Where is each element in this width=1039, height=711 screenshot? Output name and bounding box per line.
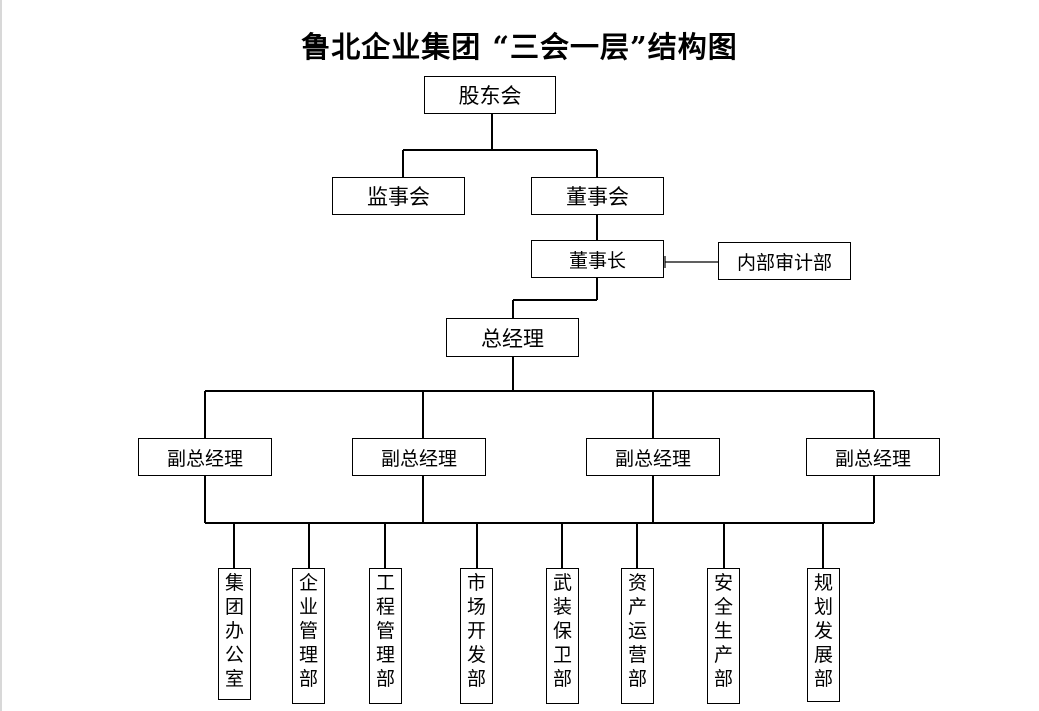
node-board-of-directors: 董事会 [531,177,664,215]
node-vice-gm: 副总经理 [806,438,940,476]
department-label: 企业管理部 [298,572,318,690]
node-department-management: 企业管理部 [292,568,325,704]
department-label: 安全生产部 [713,572,733,690]
node-vice-gm: 副总经理 [138,438,272,476]
node-department-assets: 资产运营部 [621,568,654,704]
node-department-office: 集团办公室 [218,568,251,700]
node-internal-audit: 内部审计部 [718,242,851,280]
department-label: 规划发展部 [813,572,833,690]
department-label: 资产运营部 [627,572,647,690]
node-department-market: 市场开发部 [460,568,493,704]
page-edge [0,0,2,711]
chart-title: 鲁北企业集团 “三会一层”结构图 [301,30,738,64]
department-label: 集团办公室 [224,572,244,690]
node-department-security: 武装保卫部 [546,568,579,704]
department-label: 武装保卫部 [552,572,572,690]
department-label: 市场开发部 [466,572,486,690]
node-vice-gm: 副总经理 [352,438,486,476]
node-chairman: 董事长 [531,240,664,278]
department-label: 工程管理部 [375,572,395,690]
node-department-safety: 安全生产部 [707,568,740,704]
node-department-engineering: 工程管理部 [369,568,402,704]
node-general-manager: 总经理 [446,318,579,357]
node-shareholders-meeting: 股东会 [424,76,556,114]
node-department-planning: 规划发展部 [807,568,840,702]
node-supervisory-board: 监事会 [332,177,465,215]
node-vice-gm: 副总经理 [586,438,720,476]
